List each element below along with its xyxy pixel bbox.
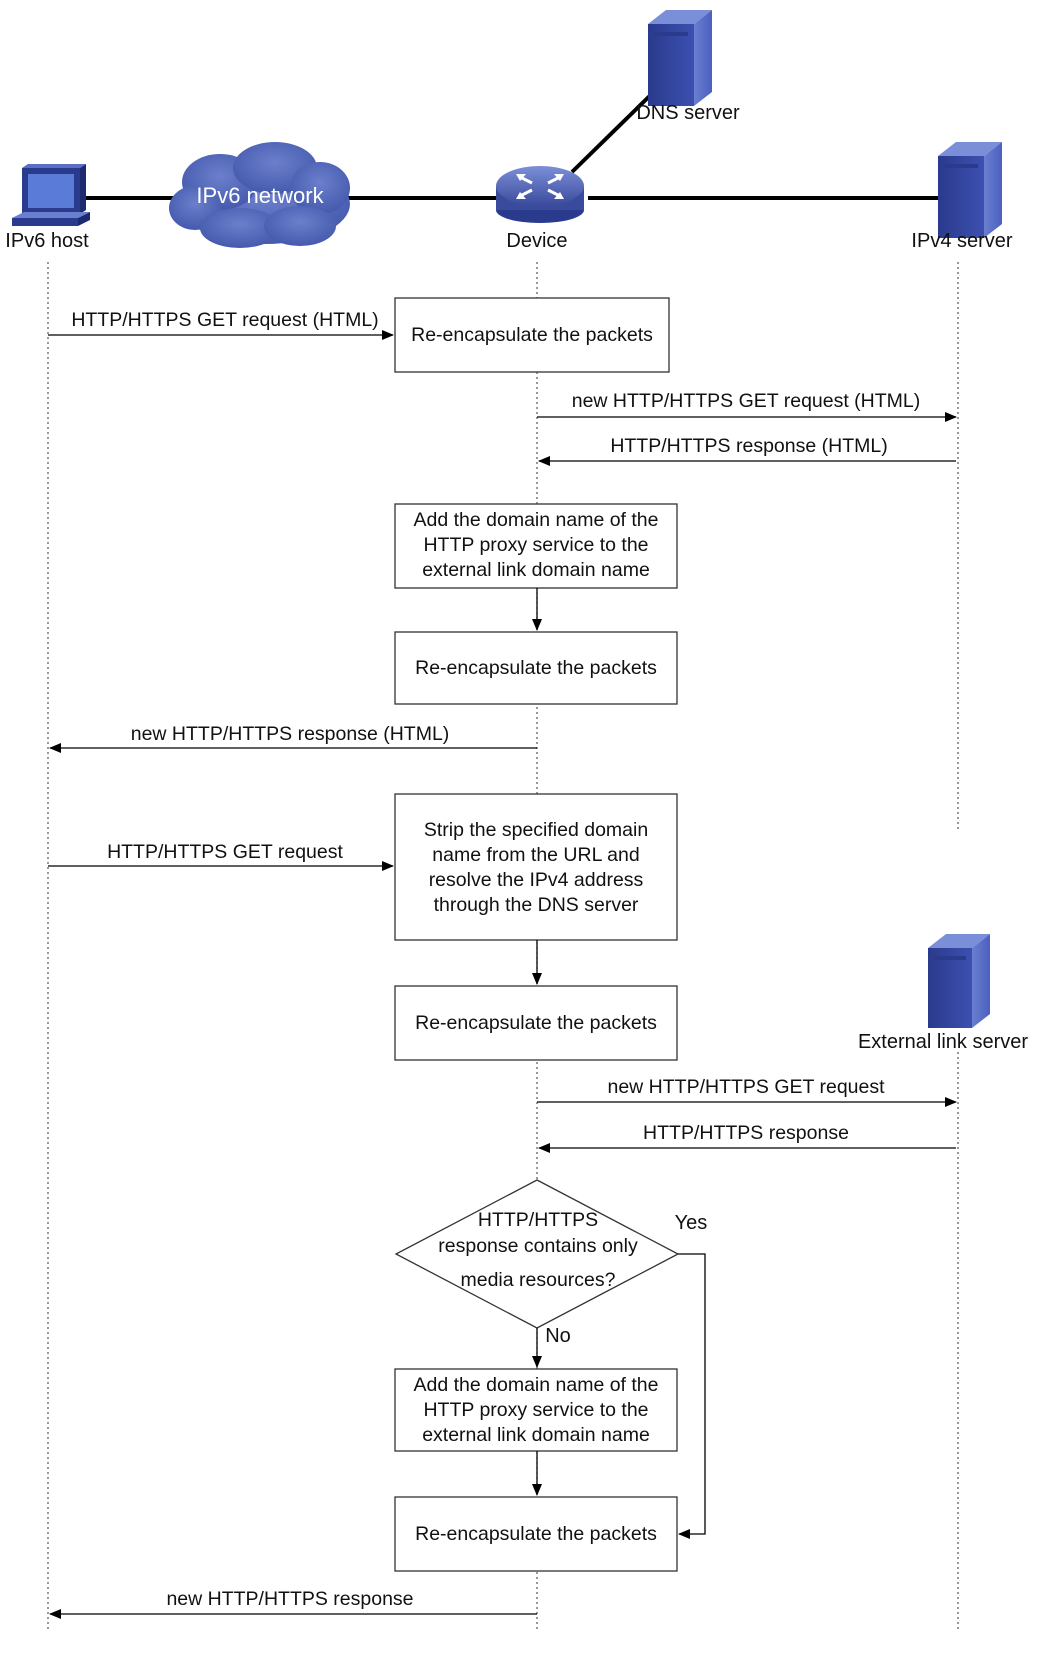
dns-server-label: DNS server <box>636 102 740 124</box>
message-label: HTTP/HTTPS response <box>643 1122 849 1144</box>
decision-yes-label: Yes <box>675 1212 708 1234</box>
process-box-text: name from the URL and <box>432 844 639 866</box>
process-box <box>394 793 678 941</box>
process-box-text: Re-encapsulate the packets <box>415 657 657 679</box>
process-box-text: Re-encapsulate the packets <box>415 1523 657 1545</box>
router-icon <box>496 166 584 223</box>
process-box <box>394 503 678 589</box>
process-box <box>394 1496 678 1572</box>
message-label: new HTTP/HTTPS response <box>166 1588 413 1610</box>
message-label: new HTTP/HTTPS GET request (HTML) <box>572 390 921 412</box>
process-box-text: Add the domain name of the <box>414 1374 659 1396</box>
ipv6-network-label: IPv6 network <box>196 183 324 208</box>
ipv6-host-label: IPv6 host <box>5 230 89 252</box>
process-box-text: external link domain name <box>422 1424 650 1446</box>
flow-arrow-yes <box>678 1253 706 1539</box>
process-box-text: Re-encapsulate the packets <box>411 324 653 346</box>
process-box <box>394 985 678 1061</box>
flow-connectors <box>532 588 706 1539</box>
external-link-server-label: External link server <box>858 1031 1028 1053</box>
process-box-text: Re-encapsulate the packets <box>415 1012 657 1034</box>
process-box <box>394 631 678 705</box>
cloud-icon <box>169 142 350 248</box>
process-box-text: external link domain name <box>422 559 650 581</box>
messages <box>48 330 957 1619</box>
process-box-text: HTTP proxy service to the <box>423 1399 648 1421</box>
process-box <box>394 1368 678 1452</box>
ipv4-server-label: IPv4 server <box>911 230 1012 252</box>
process-box-text: HTTP proxy service to the <box>423 534 648 556</box>
message-label: HTTP/HTTPS GET request <box>107 841 343 863</box>
process-box-text: Add the domain name of the <box>414 509 659 531</box>
device-label: Device <box>506 230 567 252</box>
process-box-text: resolve the IPv4 address <box>429 869 644 891</box>
message-label: HTTP/HTTPS GET request (HTML) <box>71 309 378 331</box>
decision-text: HTTP/HTTPS <box>478 1209 598 1231</box>
process-boxes <box>394 297 678 1572</box>
decision-text: response contains only <box>438 1235 638 1257</box>
message-label: HTTP/HTTPS response (HTML) <box>610 435 887 457</box>
decision-no-label: No <box>545 1325 571 1347</box>
server-icon <box>938 142 1002 238</box>
message-label: new HTTP/HTTPS response (HTML) <box>131 723 450 745</box>
process-box <box>394 297 670 373</box>
process-box-text: through the DNS server <box>434 894 639 916</box>
decision-text: media resources? <box>461 1269 616 1291</box>
server-icon <box>928 934 990 1028</box>
process-box-text: Strip the specified domain <box>424 819 648 841</box>
message-label: new HTTP/HTTPS GET request <box>607 1076 885 1098</box>
server-icon <box>648 10 712 106</box>
pc-icon <box>12 164 90 226</box>
